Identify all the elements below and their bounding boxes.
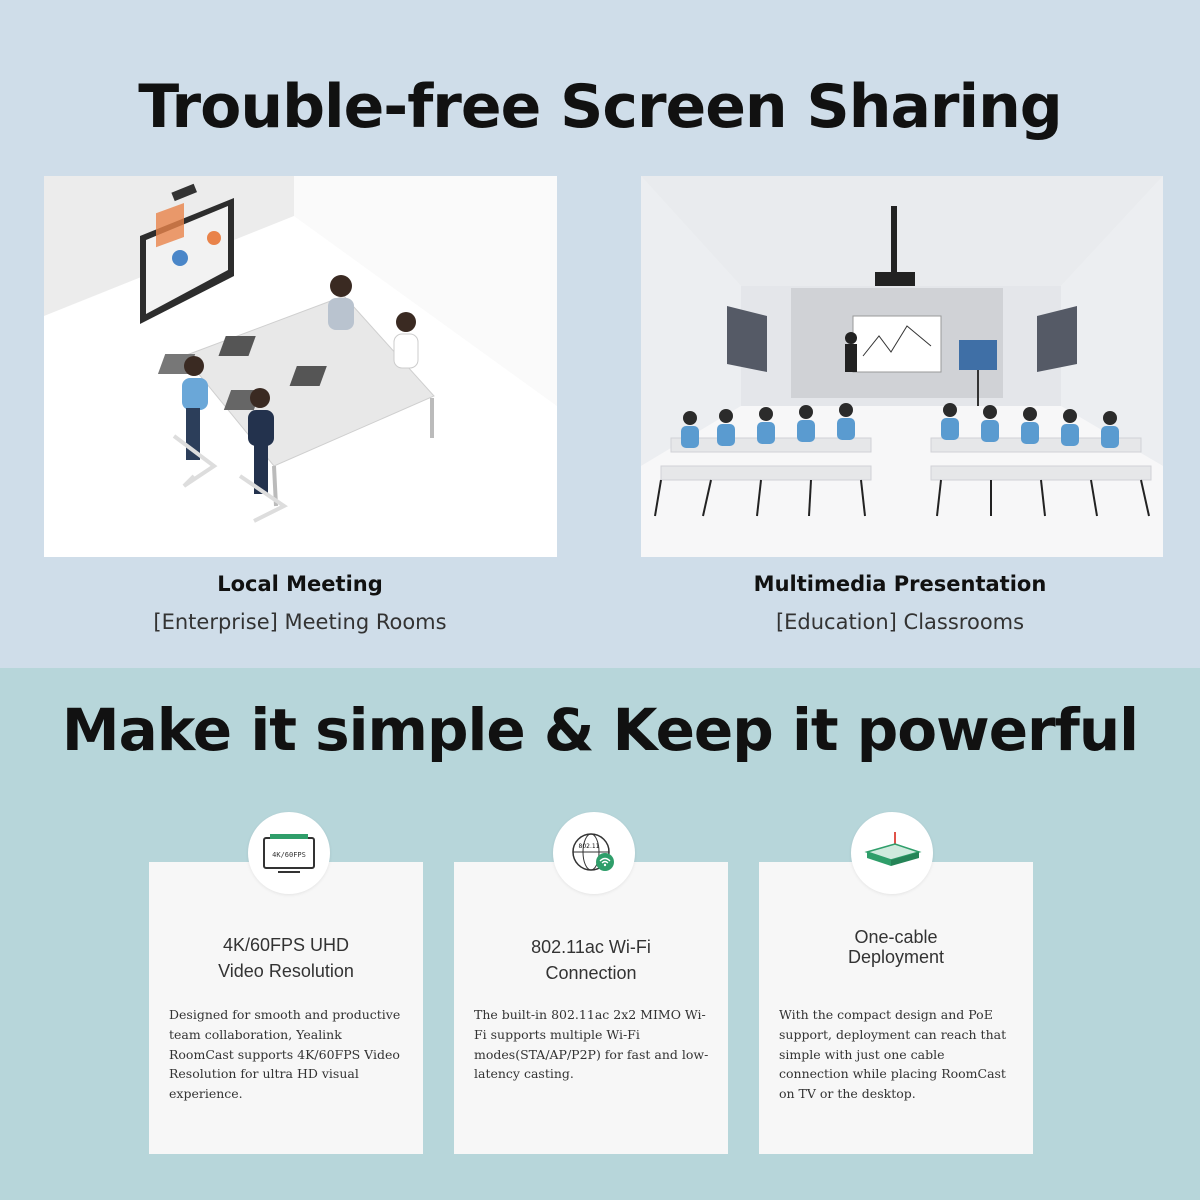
caption-multimedia-presentation: Multimedia Presentation [Education] Clas…: [640, 572, 1160, 634]
meeting-room-illustration: [44, 176, 557, 557]
caption-local-meeting: Local Meeting [Enterprise] Meeting Rooms: [40, 572, 560, 634]
feature-card-one-cable: One-cable Deployment With the compact de…: [759, 862, 1033, 1154]
headline-simple-powerful: Make it simple & Keep it powerful: [61, 696, 1139, 764]
feature-title-line: 4K/60FPS UHD: [222, 935, 350, 955]
feature-title-line: One-cable: [854, 927, 938, 947]
feature-title-line: 802.11ac Wi-Fi: [531, 937, 651, 957]
caption-subtitle: [Education] Classrooms: [775, 610, 1025, 634]
feature-title-line: Deployment: [847, 946, 945, 967]
device-box-icon: [851, 812, 933, 894]
feature-card-wifi: 802.11ac Wi-Fi Connection The built-in 8…: [454, 862, 728, 1154]
4k-display-icon: 4K/60FPS: [248, 812, 330, 894]
headline-screen-sharing: Trouble-free Screen Sharing: [138, 72, 1063, 142]
wifi-globe-icon: 802.11: [553, 812, 635, 894]
caption-subtitle: [Enterprise] Meeting Rooms: [153, 610, 447, 634]
feature-title-line: Connection: [545, 963, 637, 984]
caption-title: Local Meeting: [217, 572, 383, 596]
feature-title: 4K/60FPS UHD Video Resolution: [149, 932, 423, 984]
caption-title: Multimedia Presentation: [753, 572, 1047, 596]
classroom-illustration: [641, 176, 1163, 557]
feature-description: Designed for smooth and productive team …: [169, 1007, 401, 1101]
feature-title: 802.11ac Wi-Fi Connection: [454, 934, 728, 986]
feature-title-line: Video Resolution: [218, 961, 354, 982]
feature-description: The built-in 802.11ac 2x2 MIMO Wi-Fi sup…: [474, 1007, 709, 1082]
4k-icon-label: 4K/60FPS: [272, 851, 306, 859]
feature-title: One-cable Deployment: [759, 927, 1033, 968]
wifi-icon-label: 802.11: [579, 843, 600, 850]
feature-description: With the compact design and PoE support,…: [779, 1007, 1007, 1101]
feature-card-4k: 4K/60FPS UHD Video Resolution Designed f…: [149, 862, 423, 1154]
